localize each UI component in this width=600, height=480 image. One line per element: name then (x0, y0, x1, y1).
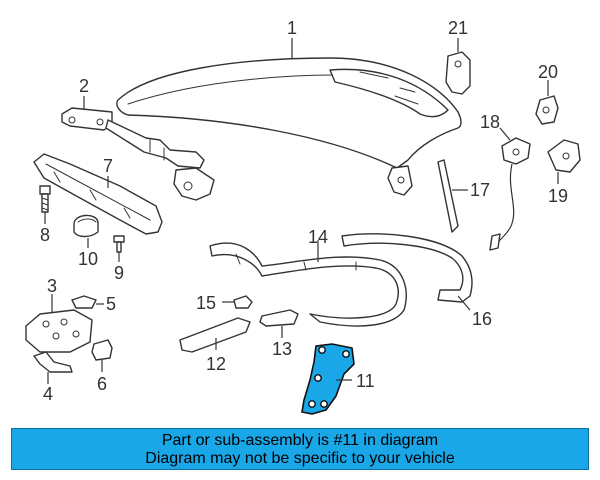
callout-20: 20 (538, 62, 558, 82)
callout-19: 19 (548, 186, 568, 206)
part-4-strap (33, 351, 73, 373)
callout-11: 11 (356, 371, 375, 391)
callout-7: 7 (103, 156, 113, 176)
part-20-lock (535, 95, 559, 125)
callout-14: 14 (308, 227, 328, 247)
banner-line-1: Part or sub-assembly is #11 in diagram (161, 432, 439, 449)
callout-21: 21 (448, 18, 468, 38)
callout-17: 17 (470, 180, 490, 200)
callout-18: 18 (480, 112, 500, 132)
callout-6: 6 (97, 374, 107, 394)
part-18-latch-cable (489, 137, 531, 251)
part-11-bracket-highlighted (301, 343, 355, 415)
leader-16 (457, 295, 471, 311)
callout-10: 10 (78, 249, 98, 269)
callout-1: 1 (287, 18, 297, 38)
callout-4: 4 (43, 384, 53, 404)
part-5-clip (71, 295, 97, 309)
callout-12: 12 (206, 354, 226, 374)
callout-2: 2 (79, 76, 89, 96)
part-3-latch-bracket (25, 309, 93, 353)
part-14-weatherstrip (209, 242, 407, 327)
parts-diagram: 1 2 7 8 10 9 (25, 18, 581, 415)
part-16-side-weatherstrip (341, 233, 473, 303)
callout-9: 9 (114, 263, 124, 283)
part-15-clip (233, 295, 253, 309)
part-6-block (91, 339, 113, 361)
leader-18 (499, 127, 511, 141)
part-12-seal-strip (179, 317, 251, 353)
part-9-screw (113, 235, 125, 253)
part-notice-banner: Part or sub-assembly is #11 in diagram D… (11, 428, 589, 470)
callout-3: 3 (47, 276, 57, 296)
part-13-seal-piece (259, 309, 299, 327)
part-21-bracket (445, 51, 471, 95)
part-19-bracket (547, 139, 581, 173)
banner-line-2: Diagram may not be specific to your vehi… (145, 450, 455, 467)
part-2-hinge-assembly (61, 107, 215, 201)
part-1-roof-panel (116, 57, 462, 196)
callout-5: 5 (106, 294, 116, 314)
callout-15: 15 (196, 293, 216, 313)
part-17-vertical-strip (437, 159, 459, 233)
callout-16: 16 (472, 309, 492, 329)
callout-13: 13 (272, 339, 292, 359)
part-10-clip (73, 214, 99, 238)
part-8-bolt (39, 185, 51, 213)
callout-8: 8 (40, 225, 50, 245)
part-7-rail (33, 153, 163, 235)
